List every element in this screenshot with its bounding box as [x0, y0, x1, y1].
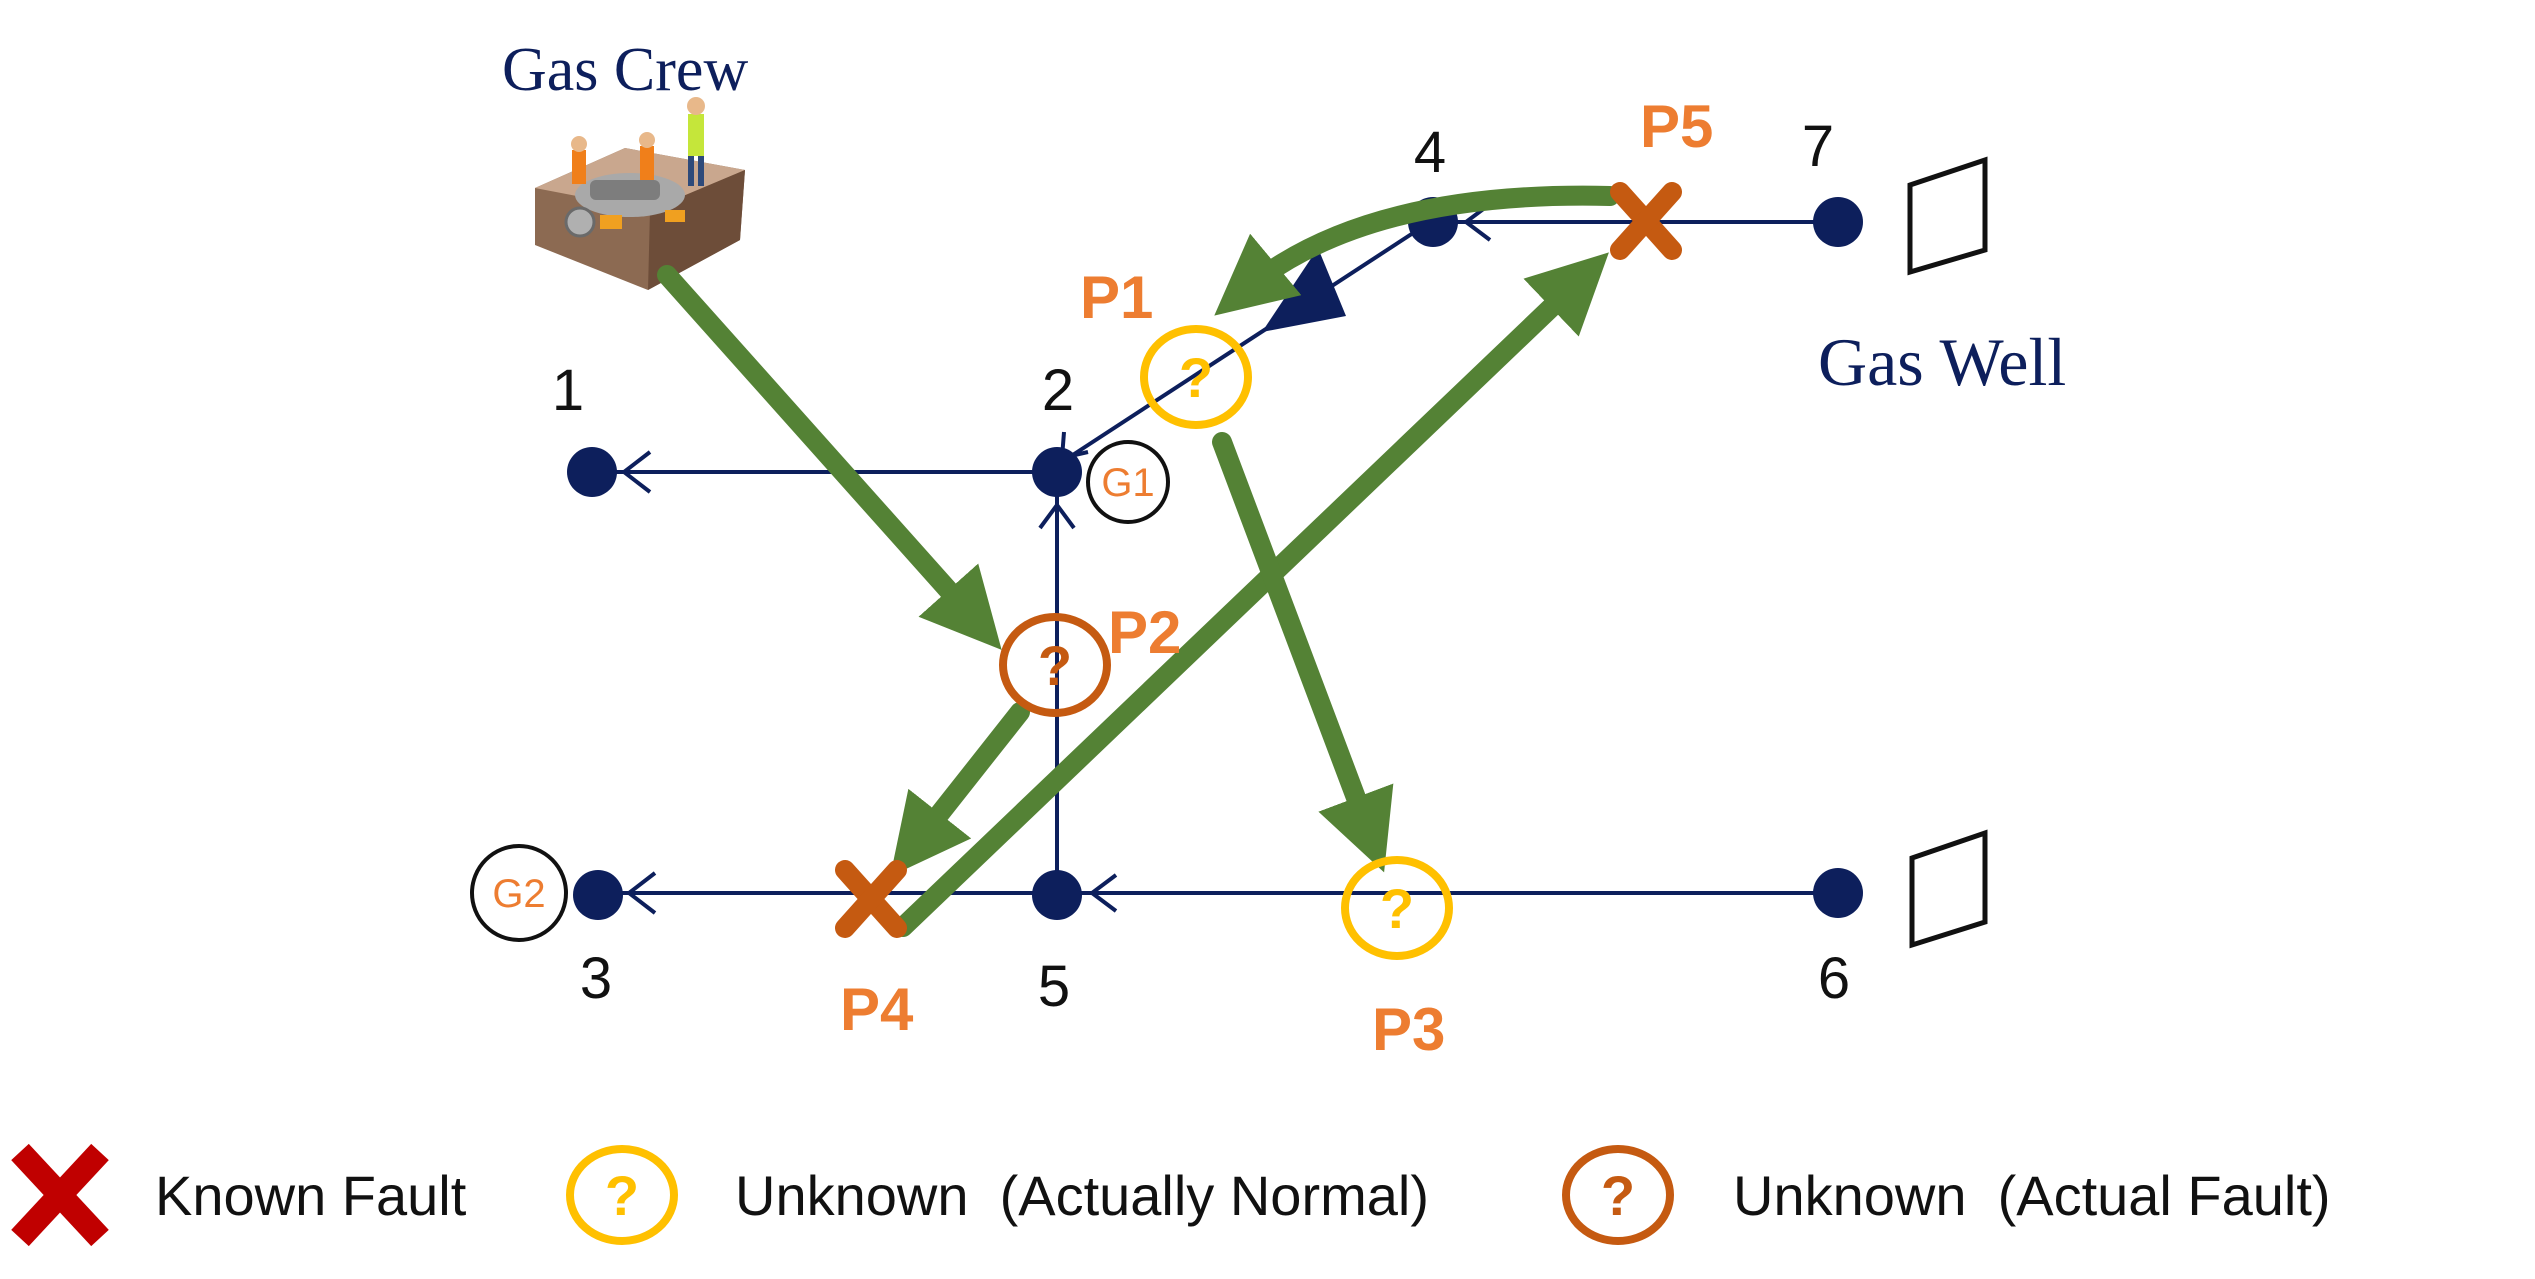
legend-unknown-fault-ring: [1562, 1145, 1674, 1245]
unknown-p2: ?: [999, 613, 1111, 717]
node-7-label: 7: [1802, 114, 1834, 179]
point-p1-label: P1: [1080, 264, 1153, 331]
gas-well-icon-6: [1909, 829, 1988, 949]
point-p2-label: P2: [1108, 599, 1181, 666]
node-1: [567, 447, 617, 497]
generator-g1-label: G1: [1101, 461, 1154, 505]
legend-known-fault-label: Known Fault: [155, 1164, 467, 1227]
pipe-4-2: [1060, 220, 1432, 464]
legend-unknown-normal-ring: [566, 1145, 678, 1245]
legend-unknown-normal-mark: ?: [605, 1164, 639, 1227]
node-3-label: 3: [580, 946, 612, 1011]
point-p5-label: P5: [1640, 93, 1713, 160]
legend-unknown-normal-label: Unknown (Actually Normal): [735, 1164, 1429, 1227]
node-7: [1813, 197, 1863, 247]
route-p2-to-p4: [890, 702, 1030, 877]
unknown-p1-ring: [1140, 325, 1252, 429]
known-fault-p5: [1610, 182, 1682, 260]
node-1-label: 1: [552, 358, 584, 423]
pipe-2-1-arrow: [620, 450, 652, 494]
node-5-label: 5: [1038, 954, 1070, 1019]
node-4-label: 4: [1414, 120, 1446, 185]
pipe-5-3-arrow: [625, 871, 657, 915]
unknown-p1: ?: [1140, 325, 1252, 429]
point-p4-label: P4: [840, 976, 914, 1043]
unknown-p3-ring: [1341, 856, 1453, 960]
route-crew-to-p2: [657, 265, 1002, 650]
route-p4-to-p5: [893, 252, 1609, 937]
route-p1-to-p3: [1212, 432, 1394, 873]
pipe-5-2-arrow: [1038, 501, 1076, 530]
nodes: [567, 197, 1863, 920]
known-fault-p4: [835, 860, 907, 938]
node-6-label: 6: [1818, 946, 1850, 1011]
unknown-p3-mark: ?: [1380, 877, 1414, 940]
gas-well-icon: [1907, 156, 1988, 276]
legend-known-fault-icon: [11, 1143, 109, 1247]
gas-crew-label: Gas Crew: [502, 36, 748, 104]
legend: Known Fault ? Unknown (Actually Normal) …: [11, 1143, 2331, 1247]
route-p5-to-p1: [1214, 185, 1620, 316]
generator-g1: G1: [1086, 440, 1170, 524]
unknown-p2-ring: [999, 613, 1111, 717]
point-p3-label: P3: [1372, 996, 1445, 1063]
legend-unknown-fault-mark: ?: [1601, 1164, 1635, 1227]
node-5: [1032, 870, 1082, 920]
node-2: [1032, 447, 1082, 497]
node-2-label: 2: [1042, 358, 1074, 423]
gas-crew-icon: [535, 97, 745, 290]
generator-g2-ring: [470, 844, 568, 942]
unknown-p1-mark: ?: [1179, 346, 1213, 409]
pipelines: [600, 202, 1832, 915]
legend-unknown-fault-label: Unknown (Actual Fault): [1733, 1164, 2331, 1227]
node-6: [1813, 868, 1863, 918]
gas-well-label: Gas Well: [1818, 324, 2066, 400]
generator-g2: G2: [470, 844, 568, 942]
node-3: [573, 870, 623, 920]
unknown-p3: ?: [1341, 856, 1453, 960]
generator-g2-label: G2: [492, 872, 545, 916]
crew-routes: [657, 185, 1620, 937]
unknown-p2-mark: ?: [1038, 634, 1072, 697]
pipe-6-5-arrow: [1088, 873, 1118, 913]
generator-g1-ring: [1086, 440, 1170, 524]
